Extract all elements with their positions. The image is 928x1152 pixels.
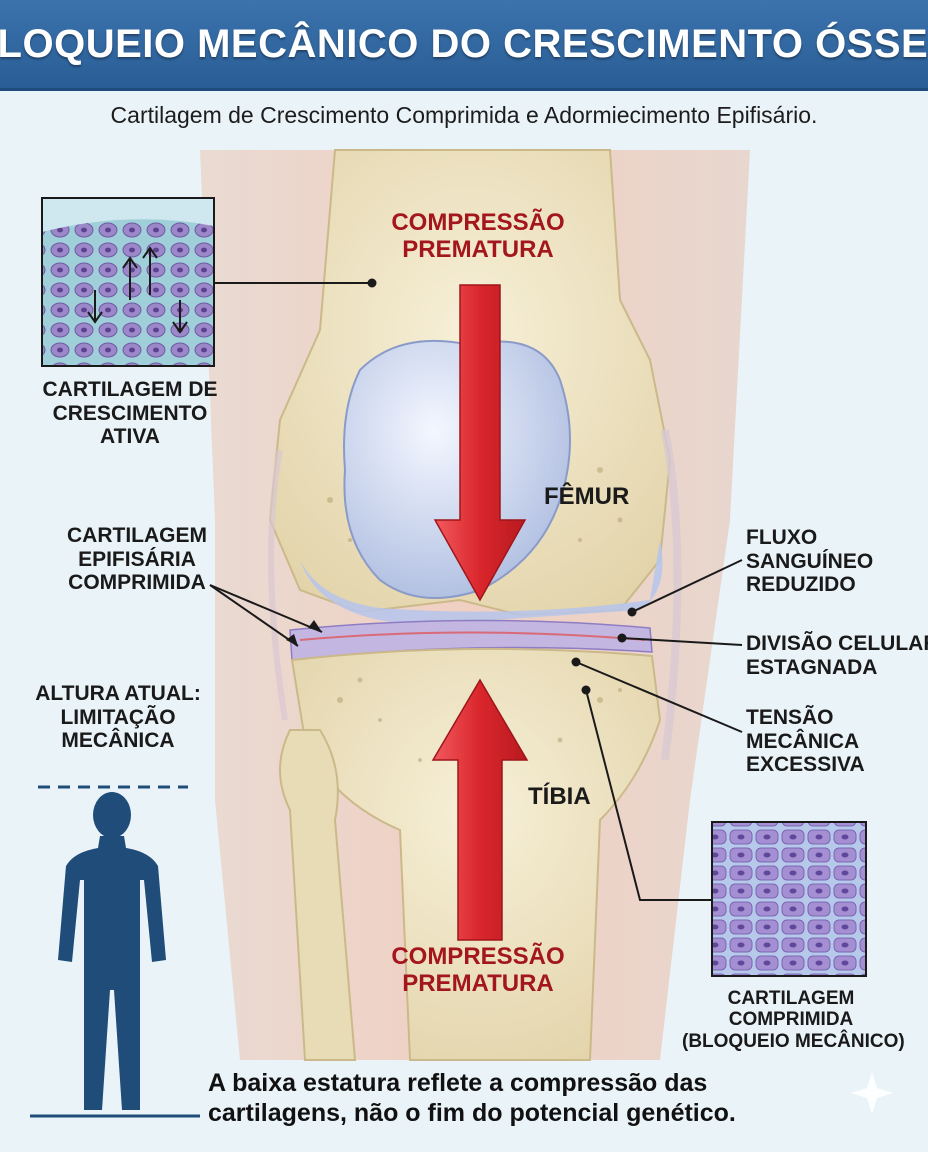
compression-label-top: COMPRESSÃO PREMATURA (391, 209, 565, 263)
page-subtitle: Cartilagem de Crescimento Comprimida e A… (110, 102, 818, 128)
sparkle-icon (851, 1072, 893, 1114)
human-silhouette-icon (58, 792, 166, 1110)
tibia-label: TÍBIA (528, 783, 591, 810)
current-height-label: ALTURA ATUAL: LIMITAÇÃO MECÂNICA (35, 682, 201, 753)
fibula-bone (279, 729, 357, 1061)
compressed-cartilage-label: CARTILAGEM COMPRIMIDA (BLOQUEIO MECÂNICO… (682, 988, 905, 1052)
footer-caption: A baixa estatura reflete a compressão da… (208, 1069, 736, 1127)
active-cartilage-label: CARTILAGEM DE CRESCIMENTO ATIVA (42, 378, 218, 449)
cell-division-label: DIVISÃO CELULAR ESTAGNADA (746, 632, 928, 679)
compression-arrow-down (433, 284, 527, 602)
title-banner: BLOQUEIO MECÂNICO DO CRESCIMENTO ÓSSEO (0, 0, 928, 91)
compression-label-bottom: COMPRESSÃO PREMATURA (391, 943, 565, 997)
femur-label: FÊMUR (544, 483, 630, 510)
compressed-cartilage-inset (712, 822, 866, 976)
epiphyseal-compressed-label: CARTILAGEM EPIFISÁRIA COMPRIMIDA (67, 524, 207, 595)
active-cartilage-inset (42, 198, 214, 366)
mechanical-tension-label: TENSÃO MECÂNICA EXCESSIVA (746, 706, 865, 777)
blood-flow-label: FLUXO SANGUÍNEO REDUZIDO (746, 526, 874, 597)
compression-arrow-up (431, 678, 529, 941)
page-title: BLOQUEIO MECÂNICO DO CRESCIMENTO ÓSSEO (0, 21, 928, 66)
